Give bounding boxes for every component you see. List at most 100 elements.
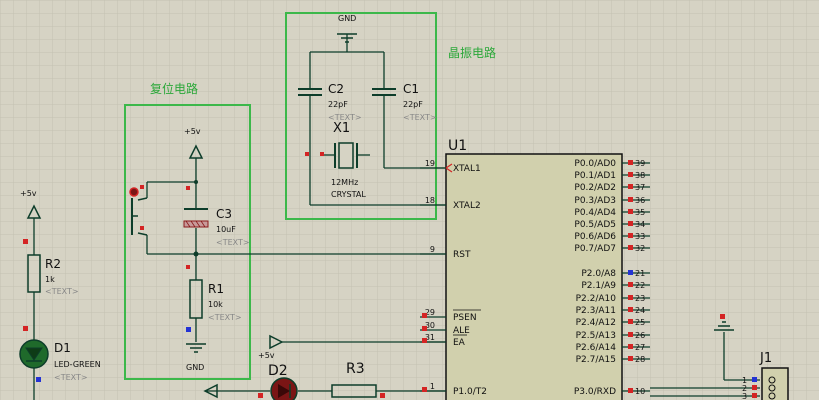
u1-chip-body[interactable] [445,153,623,400]
capacitor-c1[interactable] [372,88,396,96]
resistor-r1[interactable] [189,279,203,319]
u1-pin-name: ALE [453,326,470,336]
j1-pin-3[interactable]: 3 [742,392,776,400]
u1-pin-marker [628,344,633,349]
u1-pin-number: 37 [635,183,645,192]
c1-text-placeholder: <TEXT> [403,113,437,122]
r3-pin-marker [380,393,385,398]
x1-ref-label: X1 [333,121,350,136]
resistor-r3[interactable] [331,384,377,398]
u1-pin-name: P2.4/A12 [576,318,616,328]
vcc-d2-label: +5v [258,351,275,360]
crystal-circuit-title: 晶振电路 [448,45,496,60]
u1-pin-name: P0.2/AD2 [574,183,616,193]
j1-pin-hole [768,392,776,400]
c2-pin-marker [305,152,309,156]
j1-pin-hole [768,384,776,392]
r3-ref-label: R3 [346,361,365,377]
u1-pin-name: P2.6/A14 [576,343,617,353]
u1-pin-p0-2-ad2[interactable]: 37 P0.2/AD2 [574,183,650,193]
crystal-x1[interactable] [334,142,358,169]
r1-value-label: 10k [208,300,223,309]
x1-pin-marker [320,152,324,156]
gnd-reset-label: GND [186,363,204,372]
u1-pin-name: XTAL2 [453,201,481,211]
u1-pin-name: EA [453,338,466,348]
j1-pin-number: 1 [742,376,747,385]
u1-pin-number: 19 [425,159,435,168]
u1-pin-number: 28 [635,355,645,364]
u1-pin-marker [628,160,633,165]
r2-text-placeholder: <TEXT> [45,287,79,296]
junction-reset [193,251,199,257]
u1-pin-number: 39 [635,159,645,168]
capacitor-c3[interactable] [183,208,209,228]
u1-pin-marker [422,326,427,331]
u1-pin-marker [628,245,633,250]
u1-pin-number: 32 [635,244,645,253]
j1-pin-hole [768,376,776,384]
capacitor-c2[interactable] [298,88,322,96]
u1-pin-name: P0.4/AD4 [574,208,616,218]
led-d2[interactable] [270,377,298,400]
junction-reset-top [194,180,198,184]
u1-pin-p1-0-t2[interactable]: 1P1.0/T2 [420,382,487,397]
u1-pin-number: 27 [635,343,645,352]
u1-pin-name: P0.7/AD7 [574,244,616,254]
u1-pin-name: P0.1/AD1 [574,171,616,181]
vcc-arrow-d2 [269,334,284,350]
u1-pin-marker [628,319,633,324]
u1-pin-marker [422,338,427,343]
u1-pin-p0-7-ad7[interactable]: 32 P0.7/AD7 [574,244,650,254]
u1-pin-number: 21 [635,269,645,278]
led-d1[interactable] [19,339,49,369]
button-pin-marker-bottom [140,226,144,230]
u1-pin-marker [628,197,633,202]
u1-pin-name: P2.5/A13 [576,331,616,341]
u1-pin-name: P2.3/A11 [576,306,616,316]
j1-pins: 123 [742,376,776,400]
j1-pin-number: 2 [742,384,747,393]
j1-pin-1[interactable]: 1 [742,376,776,385]
u1-pin-p2-6-a14[interactable]: 27 P2.6/A14 [576,343,650,353]
gnd-j1-pin-marker [720,314,725,319]
c1-ref-label: C1 [403,82,419,96]
pushbutton-reset[interactable] [129,187,148,236]
u1-pin-number: 25 [635,318,645,327]
c2-text-placeholder: <TEXT> [328,113,362,122]
vcc-reset-label: +5v [184,127,201,136]
u1-pin-marker [628,356,633,361]
u1-pin-marker [628,282,633,287]
vcc-arrow-left [26,204,42,219]
u1-pin-marker [628,172,633,177]
vcc-left-label: +5v [20,189,37,198]
crystal-circuit-box [285,12,437,220]
c1-value-label: 22pF [403,100,423,109]
u1-pin-name: XTAL1 [453,164,481,174]
j1-pin-2[interactable]: 2 [742,384,776,393]
j1-pin-marker [752,393,757,398]
u1-pin-name: P3.0/RXD [574,387,616,397]
u1-pin-marker [628,209,633,214]
resistor-r2[interactable] [27,254,41,293]
u1-pin-p2-4-a12[interactable]: 25 P2.4/A12 [576,318,650,328]
